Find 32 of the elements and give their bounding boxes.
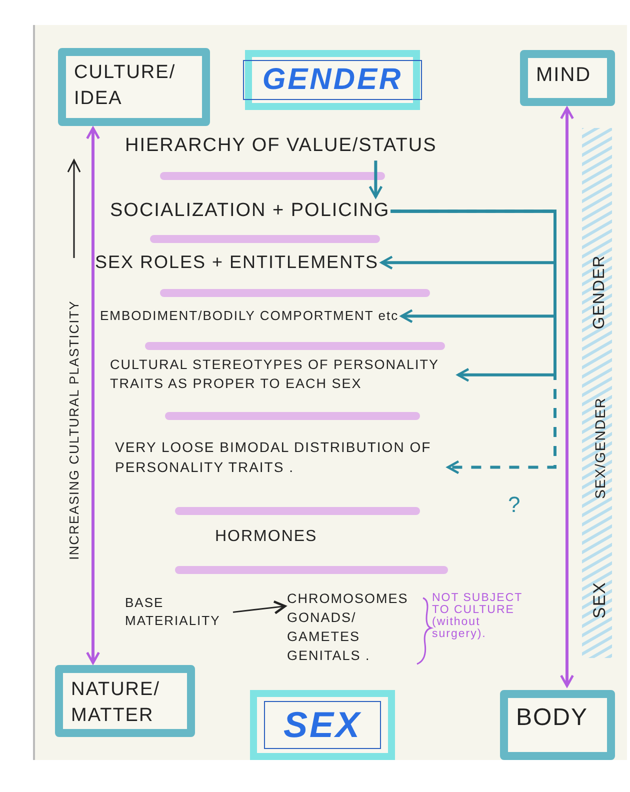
vertical-label: SEX	[590, 581, 610, 619]
framed-box	[520, 50, 615, 106]
box-label: CULTURE/ IDEA	[74, 61, 177, 111]
box-label: SEX	[264, 701, 381, 749]
handwritten-text: BASE MATERIALITY	[125, 594, 222, 630]
arrow	[560, 106, 574, 688]
arrow	[86, 126, 100, 664]
box-label: GENDER	[243, 60, 422, 100]
handwritten-text: HIERARCHY OF VALUE/STATUS	[125, 134, 437, 158]
box-label: MIND	[536, 63, 592, 88]
vertical-label: INCREASING CULTURAL PLASTICITY	[66, 300, 82, 560]
arrow	[368, 160, 383, 198]
box-label: BODY	[516, 703, 588, 733]
arrow	[390, 210, 556, 474]
handwritten-text: VERY LOOSE BIMODAL DISTRIBUTION OF PERSONALITY TRAITS .	[115, 438, 432, 477]
title-box	[250, 690, 395, 760]
handwritten-text: CHROMOSOMES GONADS/ GAMETES GENITALS .	[287, 590, 410, 665]
vertical-label: GENDER	[591, 254, 609, 330]
handwritten-text: EMBODIMENT/BODILY COMPORTMENT etc	[100, 307, 399, 325]
note-text: HORMONES	[215, 528, 318, 546]
framed-box	[58, 48, 210, 126]
box-label: NATURE/ MATTER	[71, 678, 161, 728]
framed-box	[500, 690, 615, 760]
vertical-label: SEX/GENDER	[592, 397, 608, 499]
framed-box	[55, 665, 195, 737]
arrow	[232, 600, 286, 614]
handwritten-text: SOCIALIZATION + POLICING	[110, 199, 390, 223]
title-box	[245, 50, 420, 110]
note-text: NOT SUBJECT TO CULTURE (without surgery).	[432, 592, 524, 640]
handwritten-text: SEX ROLES + ENTITLEMENTS	[95, 251, 379, 274]
handwritten-text: CULTURAL STEREOTYPES OF PERSONALITY TRAITS AS PROPER TO EACH SEX	[110, 356, 440, 393]
question-mark: ?	[508, 492, 522, 518]
